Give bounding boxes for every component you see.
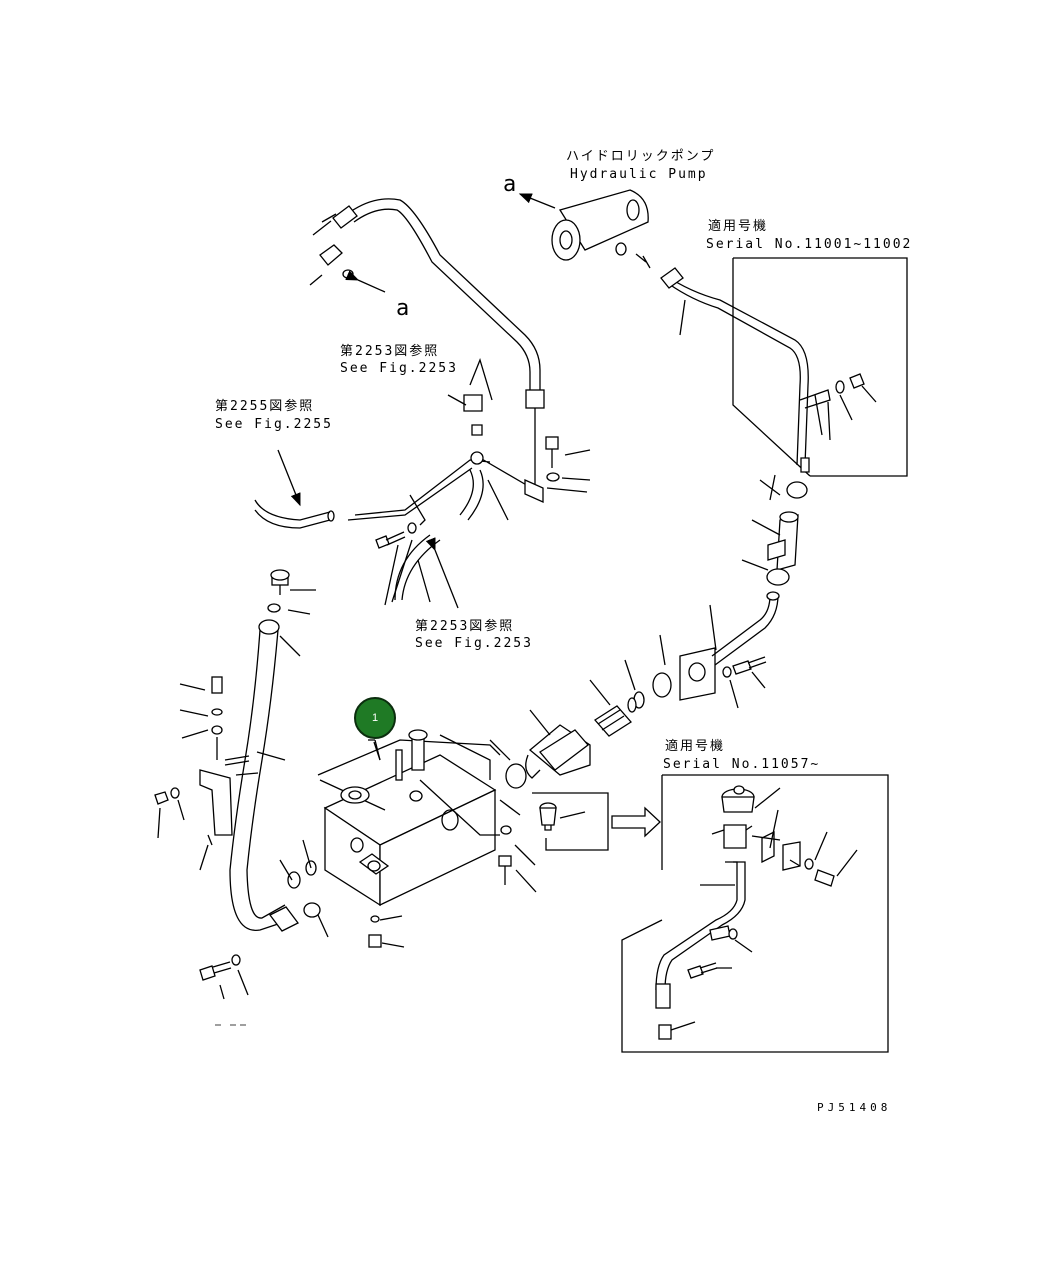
- serial-box-1-frame: [660, 257, 908, 477]
- serial-box-2-frame: [621, 774, 889, 1053]
- serial-box-1-en: Serial No.11001~11002: [706, 237, 913, 252]
- ref-2253-lower-en: See Fig.2253: [415, 636, 533, 651]
- pump-label-jp: ハイドロリックポンプ: [566, 149, 716, 164]
- callout-part-1[interactable]: 1: [354, 697, 396, 739]
- serial-box-1-jp: 適用号機: [708, 219, 769, 234]
- callout-leader: [374, 739, 381, 761]
- hydraulic-tank: [279, 729, 501, 948]
- left-bracket: [154, 676, 233, 871]
- bolt-group-upper: [375, 522, 459, 609]
- ref-letter-a-left: a: [396, 296, 410, 321]
- ref-2253-upper-jp: 第2253図参照: [340, 344, 440, 359]
- strainer-box: [532, 792, 661, 851]
- serial-box-2-en: Serial No.11057~: [663, 757, 821, 772]
- flange-pipe-right: [679, 591, 780, 709]
- left-suction-pipe: [224, 569, 316, 932]
- serial-box-2-jp: 適用号機: [665, 739, 726, 754]
- return-hose: [254, 449, 426, 529]
- ref-letter-a-top: a: [503, 172, 517, 197]
- hydraulic-pump: [518, 189, 651, 269]
- right-clamp-hose: [741, 474, 808, 586]
- suction-assembly: [489, 634, 672, 893]
- ref-2253-lower-jp: 第2253図参照: [415, 619, 515, 634]
- valve-tee: [347, 358, 591, 521]
- pump-label-en: Hydraulic Pump: [570, 167, 708, 182]
- ref-2255-en: See Fig.2255: [215, 417, 333, 432]
- bolt-group-lower-left: [199, 954, 249, 1000]
- drawing-code: PJ51408: [817, 1101, 892, 1114]
- ref-2255-jp: 第2255図参照: [215, 399, 315, 414]
- upper-pressure-hose: [309, 198, 545, 485]
- ref-2253-upper-en: See Fig.2253: [340, 361, 458, 376]
